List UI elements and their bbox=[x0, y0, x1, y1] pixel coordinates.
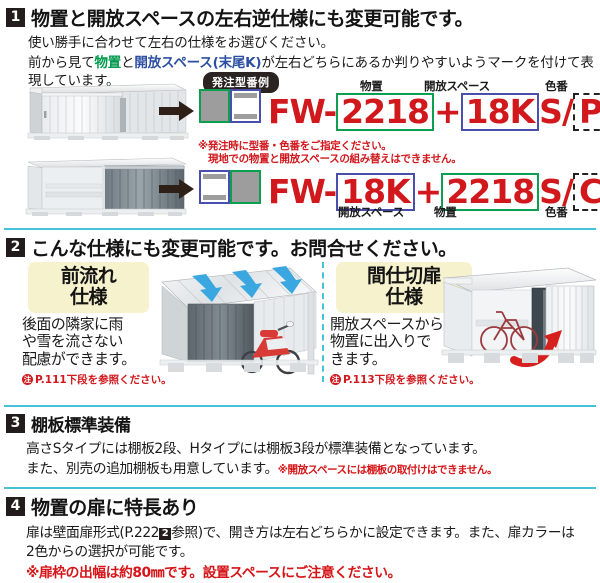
panel-2-label-line-2: 仕様 bbox=[385, 286, 423, 308]
section-4-header: 4 物置の扉に特長あり bbox=[0, 489, 600, 520]
section-2-header: 2 こんな仕様にも変更可能です。お問合せください。 bbox=[0, 230, 600, 261]
section-3-line-2-note: ※開放スペースには棚板の取付けはできません。 bbox=[277, 463, 498, 476]
model-mid-row2: S/ bbox=[539, 172, 574, 211]
caption-colorcode-row1: 色番 bbox=[545, 79, 568, 93]
section-1: 1 物置と開放スペースの左右逆仕様にも変更可能です。 使い勝手に合わせて左右の仕… bbox=[0, 0, 600, 228]
mark-openspace-blue-row1 bbox=[230, 89, 261, 123]
panel-1-reference-text: P.111下段を参照ください。 bbox=[35, 374, 172, 386]
section-number-badge-1: 1 bbox=[6, 8, 25, 27]
panel-1-text-line-3: 配慮ができます。 bbox=[22, 349, 136, 368]
shed-illustration-row2 bbox=[25, 157, 187, 216]
lead2-soko-green: 物置 bbox=[94, 55, 122, 72]
mark-openspace-blue-row2 bbox=[199, 170, 230, 204]
model-storage-code-row2: 2218 bbox=[441, 173, 540, 211]
panel-2-text: 開放スペースから 物置に出入りで きます。 bbox=[330, 315, 444, 368]
caption-colorcode-row2: 色番 bbox=[545, 205, 568, 219]
caption-openspace-row2: 開放スペース bbox=[338, 205, 404, 219]
section-4-note: ※扉枠の出幅は約80㎜です。設置スペースにご注意ください。 bbox=[26, 564, 401, 581]
section-3: 3 棚板標準装備 高さSタイプには棚板2段、Hタイプには棚板3段が標準装備となっ… bbox=[0, 407, 600, 487]
model-openspace-code-row2: 18K bbox=[336, 173, 415, 211]
lead2-part-a: 前から見て bbox=[28, 55, 95, 72]
divider-2 bbox=[4, 405, 596, 407]
caption-storage-row1: 物置 bbox=[360, 79, 383, 93]
section-3-line-1: 高さSタイプには棚板2段、Hタイプには棚板3段が標準装備となっています。 bbox=[26, 441, 486, 457]
model-color-code-row2: CG bbox=[573, 173, 600, 211]
caption-storage-row2: 物置 bbox=[434, 205, 457, 219]
panel-1-label: 前流れ 仕様 bbox=[28, 262, 149, 313]
model-prefix-row1: FW- bbox=[268, 92, 337, 131]
panel-1-text-line-1: 後面の隣家に雨 bbox=[22, 315, 123, 333]
section-3-header: 3 棚板標準装備 bbox=[0, 407, 600, 436]
section-1-lead-line-2: 前から見て物置と開放スペース(末尾K)が左右どちらにあるか判りやすいようマークを… bbox=[0, 52, 600, 90]
section-number-badge-2: 2 bbox=[6, 238, 25, 257]
panel-1-text: 後面の隣家に雨 や雪を流さない 配慮ができます。 bbox=[22, 315, 136, 368]
layout-mark-row2 bbox=[199, 170, 261, 204]
section-number-badge-3: 3 bbox=[6, 414, 25, 433]
section-3-title: 棚板標準装備 bbox=[31, 416, 131, 436]
section-1-header: 1 物置と開放スペースの左右逆仕様にも変更可能です。 bbox=[0, 0, 600, 31]
arrow-right-icon-row2 bbox=[159, 179, 194, 199]
lead2-part-c: と bbox=[121, 55, 135, 72]
panel-1-label-line-1: 前流れ bbox=[60, 265, 117, 287]
section-2: 2 こんな仕様にも変更可能です。お問合せください。 前流れ 仕様 後面の隣家に雨… bbox=[0, 230, 600, 405]
panel-2-label-line-1: 間仕切扉 bbox=[366, 265, 442, 287]
inline-ref-badge: 2 bbox=[159, 528, 172, 540]
section-3-line-2: また、別売の追加棚板も用意しています。※開放スペースには棚板の取付けはできません… bbox=[0, 459, 600, 479]
model-mid-row1: S/ bbox=[539, 92, 574, 131]
section-number-badge-4: 4 bbox=[6, 497, 25, 516]
divider-1 bbox=[4, 228, 596, 230]
model-plus-row1: + bbox=[434, 92, 462, 131]
lead2-part-e: が左右どちらにあるか判りやすいようマークを付けて表現しています。 bbox=[28, 55, 594, 89]
shed-illustration-row1 bbox=[27, 83, 189, 140]
section-1-lead-line-1: 使い勝手に合わせて左右の仕様をお選びください。 bbox=[28, 35, 334, 51]
model-storage-code-row1: 2218 bbox=[336, 93, 435, 131]
model-openspace-code-row1: 18K bbox=[460, 93, 540, 131]
lead2-open-blue: 開放スペース(末尾K) bbox=[134, 55, 262, 72]
layout-mark-row1 bbox=[199, 89, 261, 123]
section-4-line-1a: 扉は壁面扉形式(P.222 bbox=[26, 525, 160, 541]
divider-3 bbox=[4, 487, 596, 489]
partition-door-shed-illustration bbox=[441, 267, 597, 368]
panel-1-text-line-2: や雪を流さない bbox=[22, 332, 123, 351]
note-circle-icon-1: 注 bbox=[22, 374, 33, 385]
order-note-line-2: 現地での物置と開放スペースの組み替えはできません。 bbox=[208, 153, 462, 165]
panel-1-label-line-2: 仕様 bbox=[69, 286, 108, 308]
caption-openspace-row1: 開放スペース bbox=[424, 79, 490, 93]
panel-2-text-line-3: きます。 bbox=[330, 349, 387, 368]
section-4-line-2: 2色からの選択が可能です。 bbox=[26, 543, 194, 560]
section-3-line-2-main: また、別売の追加棚板も用意しています。 bbox=[26, 460, 278, 477]
section-2-title: こんな仕様にも変更可能です。お問合せください。 bbox=[31, 238, 457, 260]
model-prefix-row2: FW- bbox=[268, 172, 337, 211]
section-4-title: 物置の扉に特長あり bbox=[31, 497, 199, 519]
section-1-title: 物置と開放スペースの左右逆仕様にも変更可能です。 bbox=[31, 8, 474, 30]
model-color-code-row1: PS bbox=[573, 93, 600, 131]
panel-2-reference-text: P.113下段を参照ください。 bbox=[343, 374, 480, 386]
mark-storage-green-row1 bbox=[199, 89, 230, 123]
mark-storage-green-row2 bbox=[230, 170, 261, 204]
panel-2-text-line-1: 開放スペースから bbox=[330, 315, 444, 333]
model-plus-row2: + bbox=[414, 172, 443, 211]
order-model-example-badge: 発注型番例 bbox=[203, 72, 279, 93]
front-slope-shed-illustration bbox=[159, 266, 319, 375]
panel-2-text-line-2: 物置に出入りで bbox=[330, 332, 431, 351]
note-circle-icon-2: 注 bbox=[330, 374, 341, 385]
order-note-line-1: ※発注時に型番・色番をご指定ください。 bbox=[198, 140, 392, 152]
arrow-right-icon-row1 bbox=[159, 101, 194, 121]
panel-separator bbox=[322, 262, 324, 382]
section-4-line-1b: 参照)で、開き方は左右どちらかに設定できます。また、扉カラーは bbox=[171, 525, 575, 541]
